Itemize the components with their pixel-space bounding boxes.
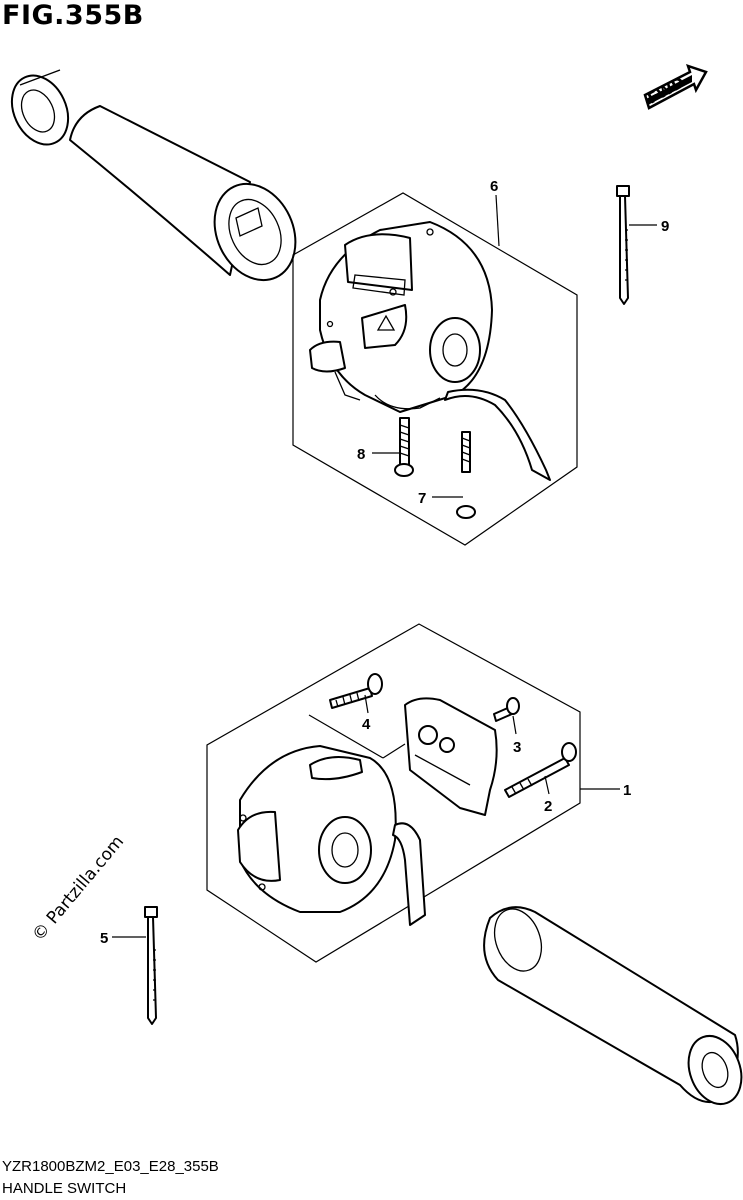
callout-label-5: 5 (100, 930, 108, 947)
callout-label-7: 7 (418, 490, 426, 507)
screw-7 (456, 431, 476, 519)
screw-2 (504, 742, 577, 798)
left-handle-switch (309, 221, 493, 413)
screw-8 (394, 417, 414, 477)
callout-1: 1 (580, 782, 631, 799)
switch-wire-harness (444, 388, 551, 481)
figure-code: YZR1800BZM2_E03_E28_355B (2, 1158, 219, 1175)
switch-clamp-bracket (404, 697, 498, 816)
fwd-label: FWD (644, 73, 687, 107)
screw-3 (493, 697, 520, 722)
callout-6: 6 (490, 178, 500, 247)
callout-3: 3 (512, 715, 521, 756)
callout-5: 5 (100, 930, 146, 947)
callout-label-9: 9 (661, 218, 669, 235)
grip-end-cap (10, 69, 70, 146)
callout-8: 8 (357, 446, 400, 463)
callout-label-1: 1 (623, 782, 631, 799)
callout-9: 9 (629, 218, 669, 235)
callout-2: 2 (544, 775, 552, 815)
fwd-arrow-icon: FWD (643, 64, 708, 110)
callout-label-4: 4 (362, 716, 371, 733)
watermark: © Partzilla.com (29, 832, 129, 945)
switch-assembly-6-frame (292, 192, 578, 546)
left-handlebar-grip (69, 105, 297, 282)
figure-name: HANDLE SWITCH (2, 1180, 127, 1197)
switch-assembly-1-frame (206, 623, 581, 963)
callout-7: 7 (418, 490, 463, 507)
fig-title: FIG.355B (2, 0, 144, 31)
callout-label-8: 8 (357, 446, 365, 463)
callout-label-3: 3 (513, 739, 521, 756)
screw-4 (329, 673, 383, 709)
cable-tie-9 (616, 185, 630, 305)
callout-label-2: 2 (544, 798, 552, 815)
cable-tie-5 (144, 906, 158, 1025)
right-handle-switch (237, 745, 397, 913)
callout-label-6: 6 (490, 178, 498, 195)
right-throttle-grip (483, 906, 743, 1105)
right-switch-wire (392, 822, 426, 926)
callout-4: 4 (362, 694, 371, 733)
